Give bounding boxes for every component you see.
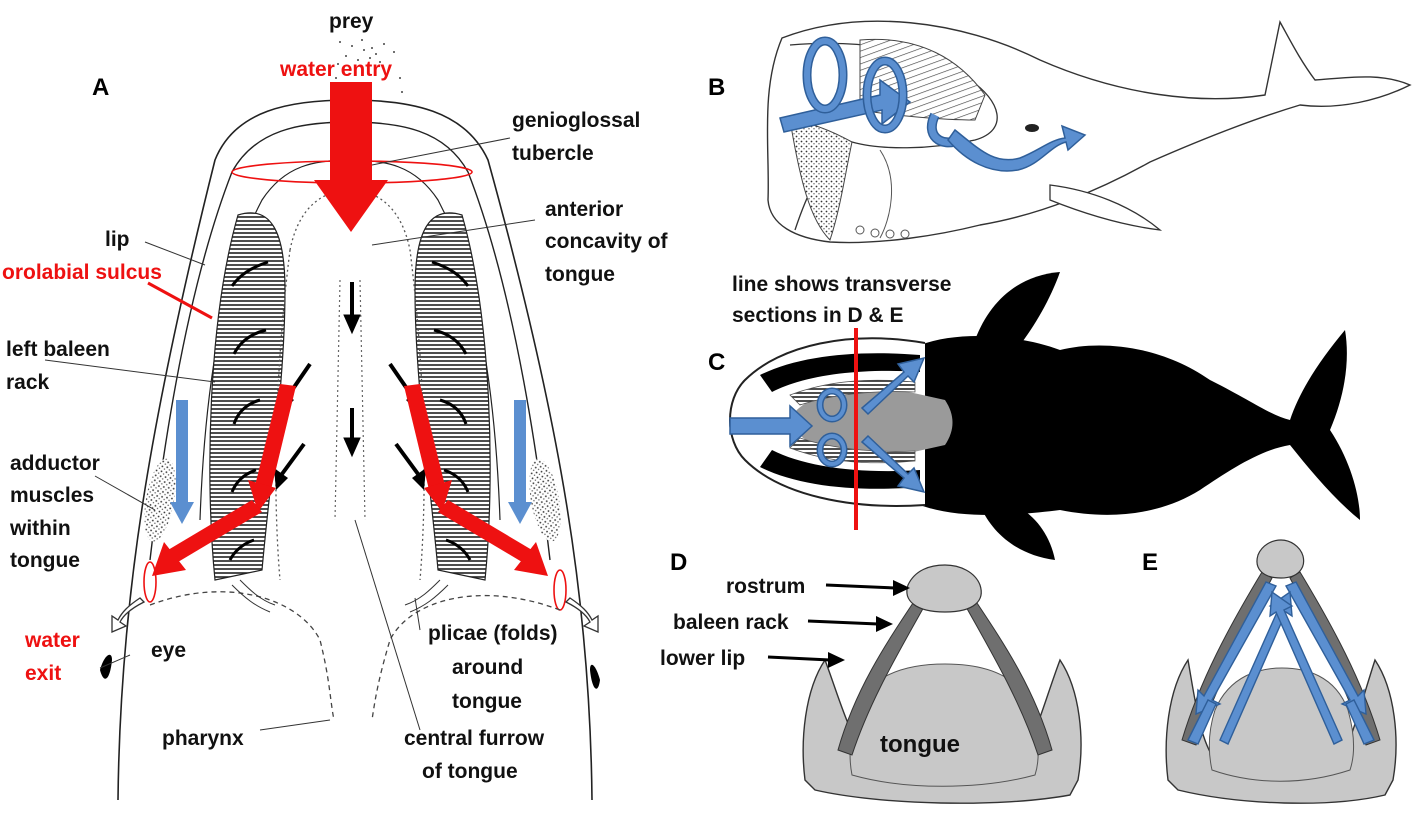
d-rostrum	[906, 564, 982, 613]
adductor-label-2: muscles	[10, 484, 94, 507]
whale-c-flipper-top	[975, 272, 1060, 345]
red-flow-arrows	[152, 384, 548, 576]
panel-a-label: A	[92, 74, 109, 101]
plicae-right	[404, 579, 449, 613]
blue-flow-arrows	[170, 400, 532, 524]
panel-e-section	[1165, 539, 1397, 804]
panel-b-whale	[766, 20, 1412, 244]
baleen-flow-arrows	[228, 260, 472, 561]
panel-c-whale	[729, 272, 1360, 560]
right-eye	[590, 664, 600, 689]
panel-c-label: C	[708, 349, 725, 376]
water-exit-label-2: exit	[25, 662, 61, 685]
panel-b-label: B	[708, 74, 725, 101]
diagonal-black-arrows	[274, 362, 426, 490]
e-rostrum	[1256, 539, 1305, 579]
anterior-label-3: tongue	[545, 263, 615, 286]
tongue-label: tongue	[880, 731, 960, 758]
prey-cloud	[335, 39, 403, 93]
panel-d-label: D	[670, 549, 687, 576]
plicae-label-2: around	[452, 656, 523, 679]
plicae-label-3: tongue	[452, 690, 522, 713]
whale-b-eye	[1025, 124, 1039, 132]
rostrum-label: rostrum	[726, 575, 805, 598]
line-note-2: sections in D & E	[732, 304, 904, 327]
left-baleen-label-2: rack	[6, 371, 50, 394]
central-furrow-label-1: central furrow	[404, 727, 545, 750]
whale-c-lower-jaw	[760, 450, 920, 489]
adductor-label-3: within	[9, 517, 71, 540]
genioglossal-label-1: genioglossal	[512, 109, 640, 132]
left-baleen-label-1: left baleen	[6, 338, 110, 361]
panel-d-section	[767, 564, 1082, 804]
left-exit-ellipse	[143, 561, 157, 603]
e-flow-arrows	[1187, 581, 1375, 745]
baleen-rack-label: baleen rack	[673, 611, 789, 634]
line-note-1: line shows transverse	[732, 273, 951, 296]
central-furrow	[334, 279, 366, 521]
d-baleen-left	[837, 599, 926, 756]
d-pointer-arrows	[767, 580, 910, 668]
plicae-label-1: plicae (folds)	[428, 622, 558, 645]
left-eye	[100, 654, 112, 679]
leader-lines	[44, 137, 536, 731]
genioglossal-label-2: tubercle	[512, 142, 594, 165]
lip-label: lip	[105, 228, 130, 251]
whale-c-flipper-bottom	[980, 505, 1055, 560]
orolabial-pointer	[147, 281, 213, 320]
plicae-left	[231, 579, 276, 613]
whale-b-callosities	[855, 225, 910, 239]
water-entry-arrow	[314, 82, 388, 232]
right-exit-ellipse	[553, 569, 567, 611]
whale-c-flow	[729, 356, 926, 494]
panel-e-label: E	[1142, 549, 1158, 576]
whale-c-body	[908, 330, 1360, 520]
lower-lip-label: lower lip	[660, 647, 745, 670]
eye-label: eye	[151, 639, 186, 662]
left-adductor	[144, 458, 176, 542]
d-baleen-right	[964, 599, 1053, 756]
whale-b-jawline	[879, 149, 893, 239]
whale-b-flow	[779, 36, 1087, 172]
prey-label: prey	[329, 10, 374, 33]
pharynx-outline	[149, 591, 561, 721]
water-entry-label: water entry	[279, 58, 392, 81]
exit-white-arrows	[111, 597, 599, 633]
center-flow-arrows	[343, 282, 361, 458]
right-adductor	[529, 458, 561, 542]
anterior-label-1: anterior	[545, 198, 623, 221]
whale-b-flipper	[1049, 184, 1163, 231]
whale-c-upper-jaw	[760, 353, 920, 392]
central-furrow-label-2: of tongue	[422, 760, 518, 783]
whale-b-lower-lip	[789, 119, 853, 241]
adductor-label-4: tongue	[10, 549, 80, 572]
water-exit-label-1: water	[24, 629, 80, 652]
anterior-label-2: concavity of	[545, 230, 669, 253]
panel-a	[44, 39, 600, 801]
adductor-label-1: adductor	[10, 452, 100, 475]
pharynx-label: pharynx	[162, 727, 244, 750]
orolabial-label: orolabial sulcus	[2, 261, 162, 284]
